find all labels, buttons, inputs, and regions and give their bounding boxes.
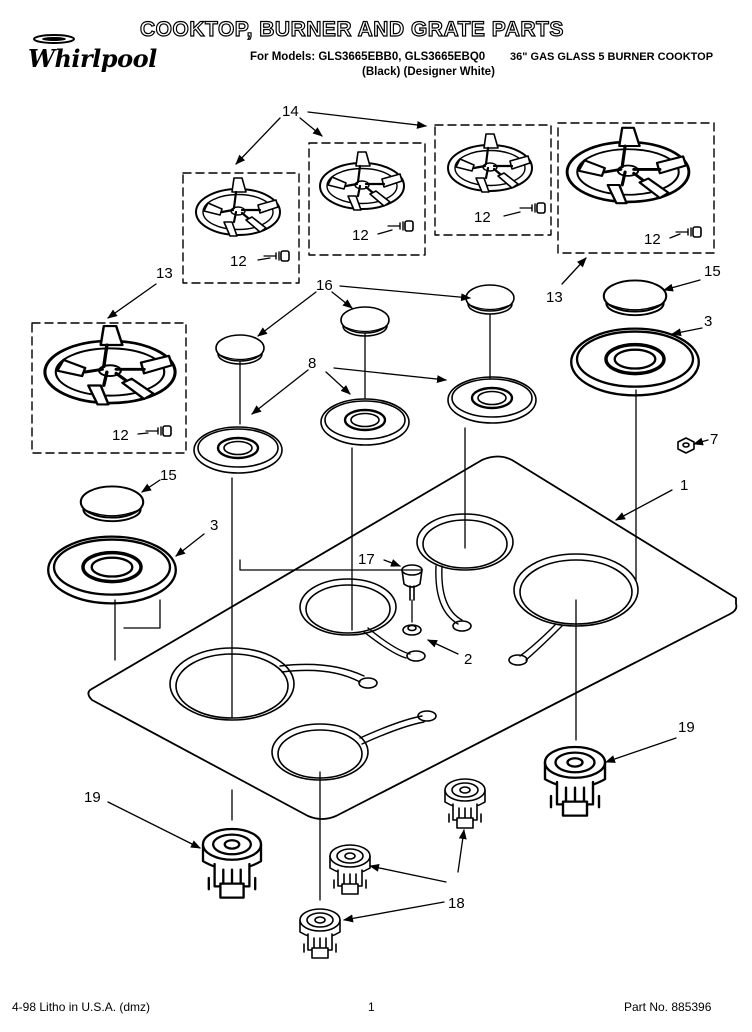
page-number: 1 (368, 1000, 375, 1014)
burner-cap-large-2 (79, 485, 145, 523)
callout-12-c: 12 (474, 209, 491, 226)
callout-14: 14 (282, 103, 299, 120)
callout-18: 18 (448, 895, 465, 912)
logo-swoosh-icon (33, 34, 75, 44)
burner-base-1 (192, 425, 284, 475)
callout-7: 7 (710, 431, 718, 448)
callout-1: 1 (680, 477, 688, 494)
page-title: COOKTOP, BURNER AND GRATE PARTS (139, 17, 564, 41)
callout-numbers: 14 12 12 12 12 12 13 13 16 15 3 8 7 1 15… (84, 103, 721, 912)
burner-base-3 (446, 375, 538, 425)
grate-group-c (434, 124, 552, 236)
color-options: (Black) (Designer White) (362, 66, 495, 78)
burner-cap-small-3 (465, 284, 515, 315)
gas-valve-small-3 (299, 908, 341, 959)
burner-cap-small-1 (215, 334, 265, 365)
burner-base-large-1 (569, 326, 701, 398)
control-knob (401, 564, 423, 601)
grate-group-a (182, 172, 300, 284)
model-numbers: For Models: GLS3665EBB0, GLS3665EBQ0 (250, 51, 486, 63)
callout-12-a: 12 (230, 253, 247, 270)
burner-cap-large-1 (602, 279, 668, 317)
callout-17: 17 (358, 551, 375, 568)
grommet (402, 624, 422, 636)
callout-8: 8 (308, 355, 316, 372)
gas-valve-large-2 (201, 827, 263, 899)
callout-13-b: 13 (546, 289, 563, 306)
callout-15-b: 15 (160, 467, 177, 484)
callout-13-a: 13 (156, 265, 173, 282)
burner-base-2 (319, 397, 411, 447)
callout-12-e: 12 (112, 427, 129, 444)
callout-12-b: 12 (352, 227, 369, 244)
gas-valve-large-1 (543, 745, 607, 817)
burner-base-large-2 (46, 534, 178, 606)
callout-3-a: 3 (704, 313, 712, 330)
callout-19-b: 19 (84, 789, 101, 806)
callout-3-b: 3 (210, 517, 218, 534)
callout-15-a: 15 (704, 263, 721, 280)
gas-valve-small-2 (329, 844, 371, 895)
callout-16: 16 (316, 277, 333, 294)
brand-name: Whirlpool (28, 44, 157, 73)
gas-valve-small-1 (444, 778, 486, 829)
grate-group-d (557, 122, 715, 254)
glass-cooktop (87, 455, 738, 820)
grate-group-e (31, 322, 187, 454)
callout-12-d: 12 (644, 231, 661, 248)
product-description: 36" GAS GLASS 5 BURNER COOKTOP (510, 51, 714, 63)
nut (677, 437, 695, 454)
litho-note: 4-98 Litho in U.S.A. (dmz) (12, 1000, 151, 1014)
grate-group-b (308, 142, 426, 256)
callout-19-a: 19 (678, 719, 695, 736)
callout-leaders (107, 111, 709, 923)
part-number: Part No. 885396 (624, 1000, 712, 1014)
whirlpool-logo: Whirlpool (26, 30, 157, 73)
burner-cap-small-2 (340, 306, 390, 337)
callout-2: 2 (464, 651, 472, 668)
assembly-lines (114, 313, 637, 901)
